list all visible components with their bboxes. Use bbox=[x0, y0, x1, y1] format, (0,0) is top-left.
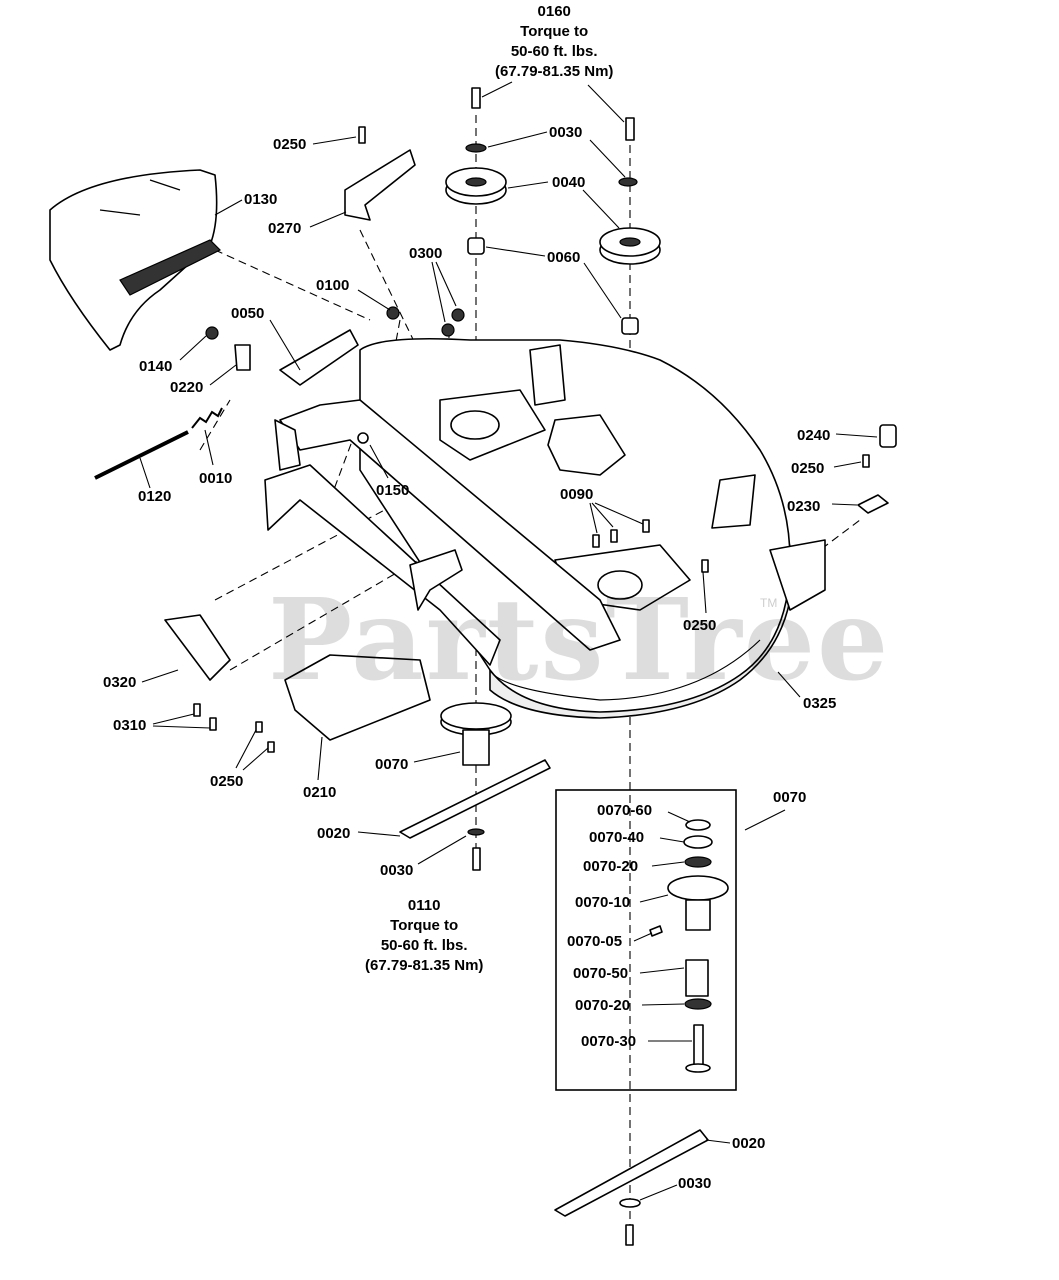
callout-0130: 0130 bbox=[244, 191, 278, 208]
torque-note-top-line1: Torque to bbox=[520, 23, 589, 40]
callout-0120: 0120 bbox=[138, 488, 172, 505]
watermark-text: PartsTree bbox=[268, 575, 891, 706]
spindle-detail-box bbox=[555, 789, 737, 1091]
callout-0010: 0010 bbox=[199, 470, 233, 487]
torque-note-bottom-line3: (67.79-81.35 Nm) bbox=[365, 957, 484, 974]
spindle-and-blade-center bbox=[193, 702, 551, 871]
torque-note-bottom-line1: Torque to bbox=[390, 917, 459, 934]
torque-note-top: 0160 Torque to 50-60 ft. lbs. (67.79-81.… bbox=[495, 2, 613, 82]
discharge-chute bbox=[49, 169, 222, 351]
callout-0070-30: 0070-30 bbox=[581, 1033, 637, 1050]
rod-and-spring bbox=[94, 407, 369, 480]
callout-0250-a: 0250 bbox=[273, 136, 307, 153]
callout-0250-c: 0250 bbox=[683, 617, 717, 634]
deck-frame-rails bbox=[264, 399, 621, 666]
callout-0325: 0325 bbox=[803, 695, 837, 712]
torque-note-bottom-part: 0110 bbox=[407, 897, 441, 914]
callout-0140: 0140 bbox=[139, 358, 173, 375]
callout-0230: 0230 bbox=[787, 498, 821, 515]
callout-0250-d: 0250 bbox=[210, 773, 244, 790]
torque-note-bottom-line2: 50-60 ft. lbs. bbox=[380, 937, 468, 954]
callout-0310: 0310 bbox=[113, 717, 147, 734]
pulleys bbox=[445, 167, 661, 265]
torque-note-top-line2: 50-60 ft. lbs. bbox=[510, 43, 598, 60]
callout-0070-20-a: 0070-20 bbox=[583, 858, 639, 875]
callout-0040: 0040 bbox=[552, 174, 586, 191]
callout-0240: 0240 bbox=[797, 427, 831, 444]
callout-0070-40: 0070-40 bbox=[589, 829, 645, 846]
callout-0220: 0220 bbox=[170, 379, 204, 396]
brackets bbox=[164, 149, 897, 741]
callout-0070-a: 0070 bbox=[375, 756, 409, 773]
bolts-0090 bbox=[592, 454, 870, 573]
callout-0050: 0050 bbox=[231, 305, 265, 322]
callout-0320: 0320 bbox=[103, 674, 137, 691]
callout-0150: 0150 bbox=[376, 482, 410, 499]
callout-0070-60: 0070-60 bbox=[597, 802, 653, 819]
torque-note-bottom: 0110 Torque to 50-60 ft. lbs. (67.79-81.… bbox=[365, 896, 483, 976]
callout-0250-b: 0250 bbox=[791, 460, 825, 477]
callout-0070-20-b: 0070-20 bbox=[575, 997, 631, 1014]
watermark-trademark: TM bbox=[760, 596, 778, 610]
callout-0070-b: 0070 bbox=[773, 789, 807, 806]
callout-0020-b: 0020 bbox=[732, 1135, 766, 1152]
callout-0030-a: 0030 bbox=[549, 124, 583, 141]
callout-0090: 0090 bbox=[560, 486, 594, 503]
callout-0210: 0210 bbox=[303, 784, 337, 801]
top-fasteners bbox=[205, 87, 639, 340]
callout-0020-a: 0020 bbox=[317, 825, 351, 842]
callout-0070-10: 0070-10 bbox=[575, 894, 631, 911]
callout-0070-05: 0070-05 bbox=[567, 933, 623, 950]
callout-0100: 0100 bbox=[316, 277, 350, 294]
torque-note-top-part: 0160 bbox=[537, 3, 571, 20]
callout-0030-c: 0030 bbox=[678, 1175, 712, 1192]
callout-0300: 0300 bbox=[409, 245, 443, 262]
callout-0070-50: 0070-50 bbox=[573, 965, 629, 982]
callout-0060: 0060 bbox=[547, 249, 581, 266]
callout-0030-b: 0030 bbox=[380, 862, 414, 879]
leader-lines bbox=[139, 81, 878, 1201]
torque-note-top-line3: (67.79-81.35 Nm) bbox=[495, 63, 614, 80]
callout-0270: 0270 bbox=[268, 220, 302, 237]
